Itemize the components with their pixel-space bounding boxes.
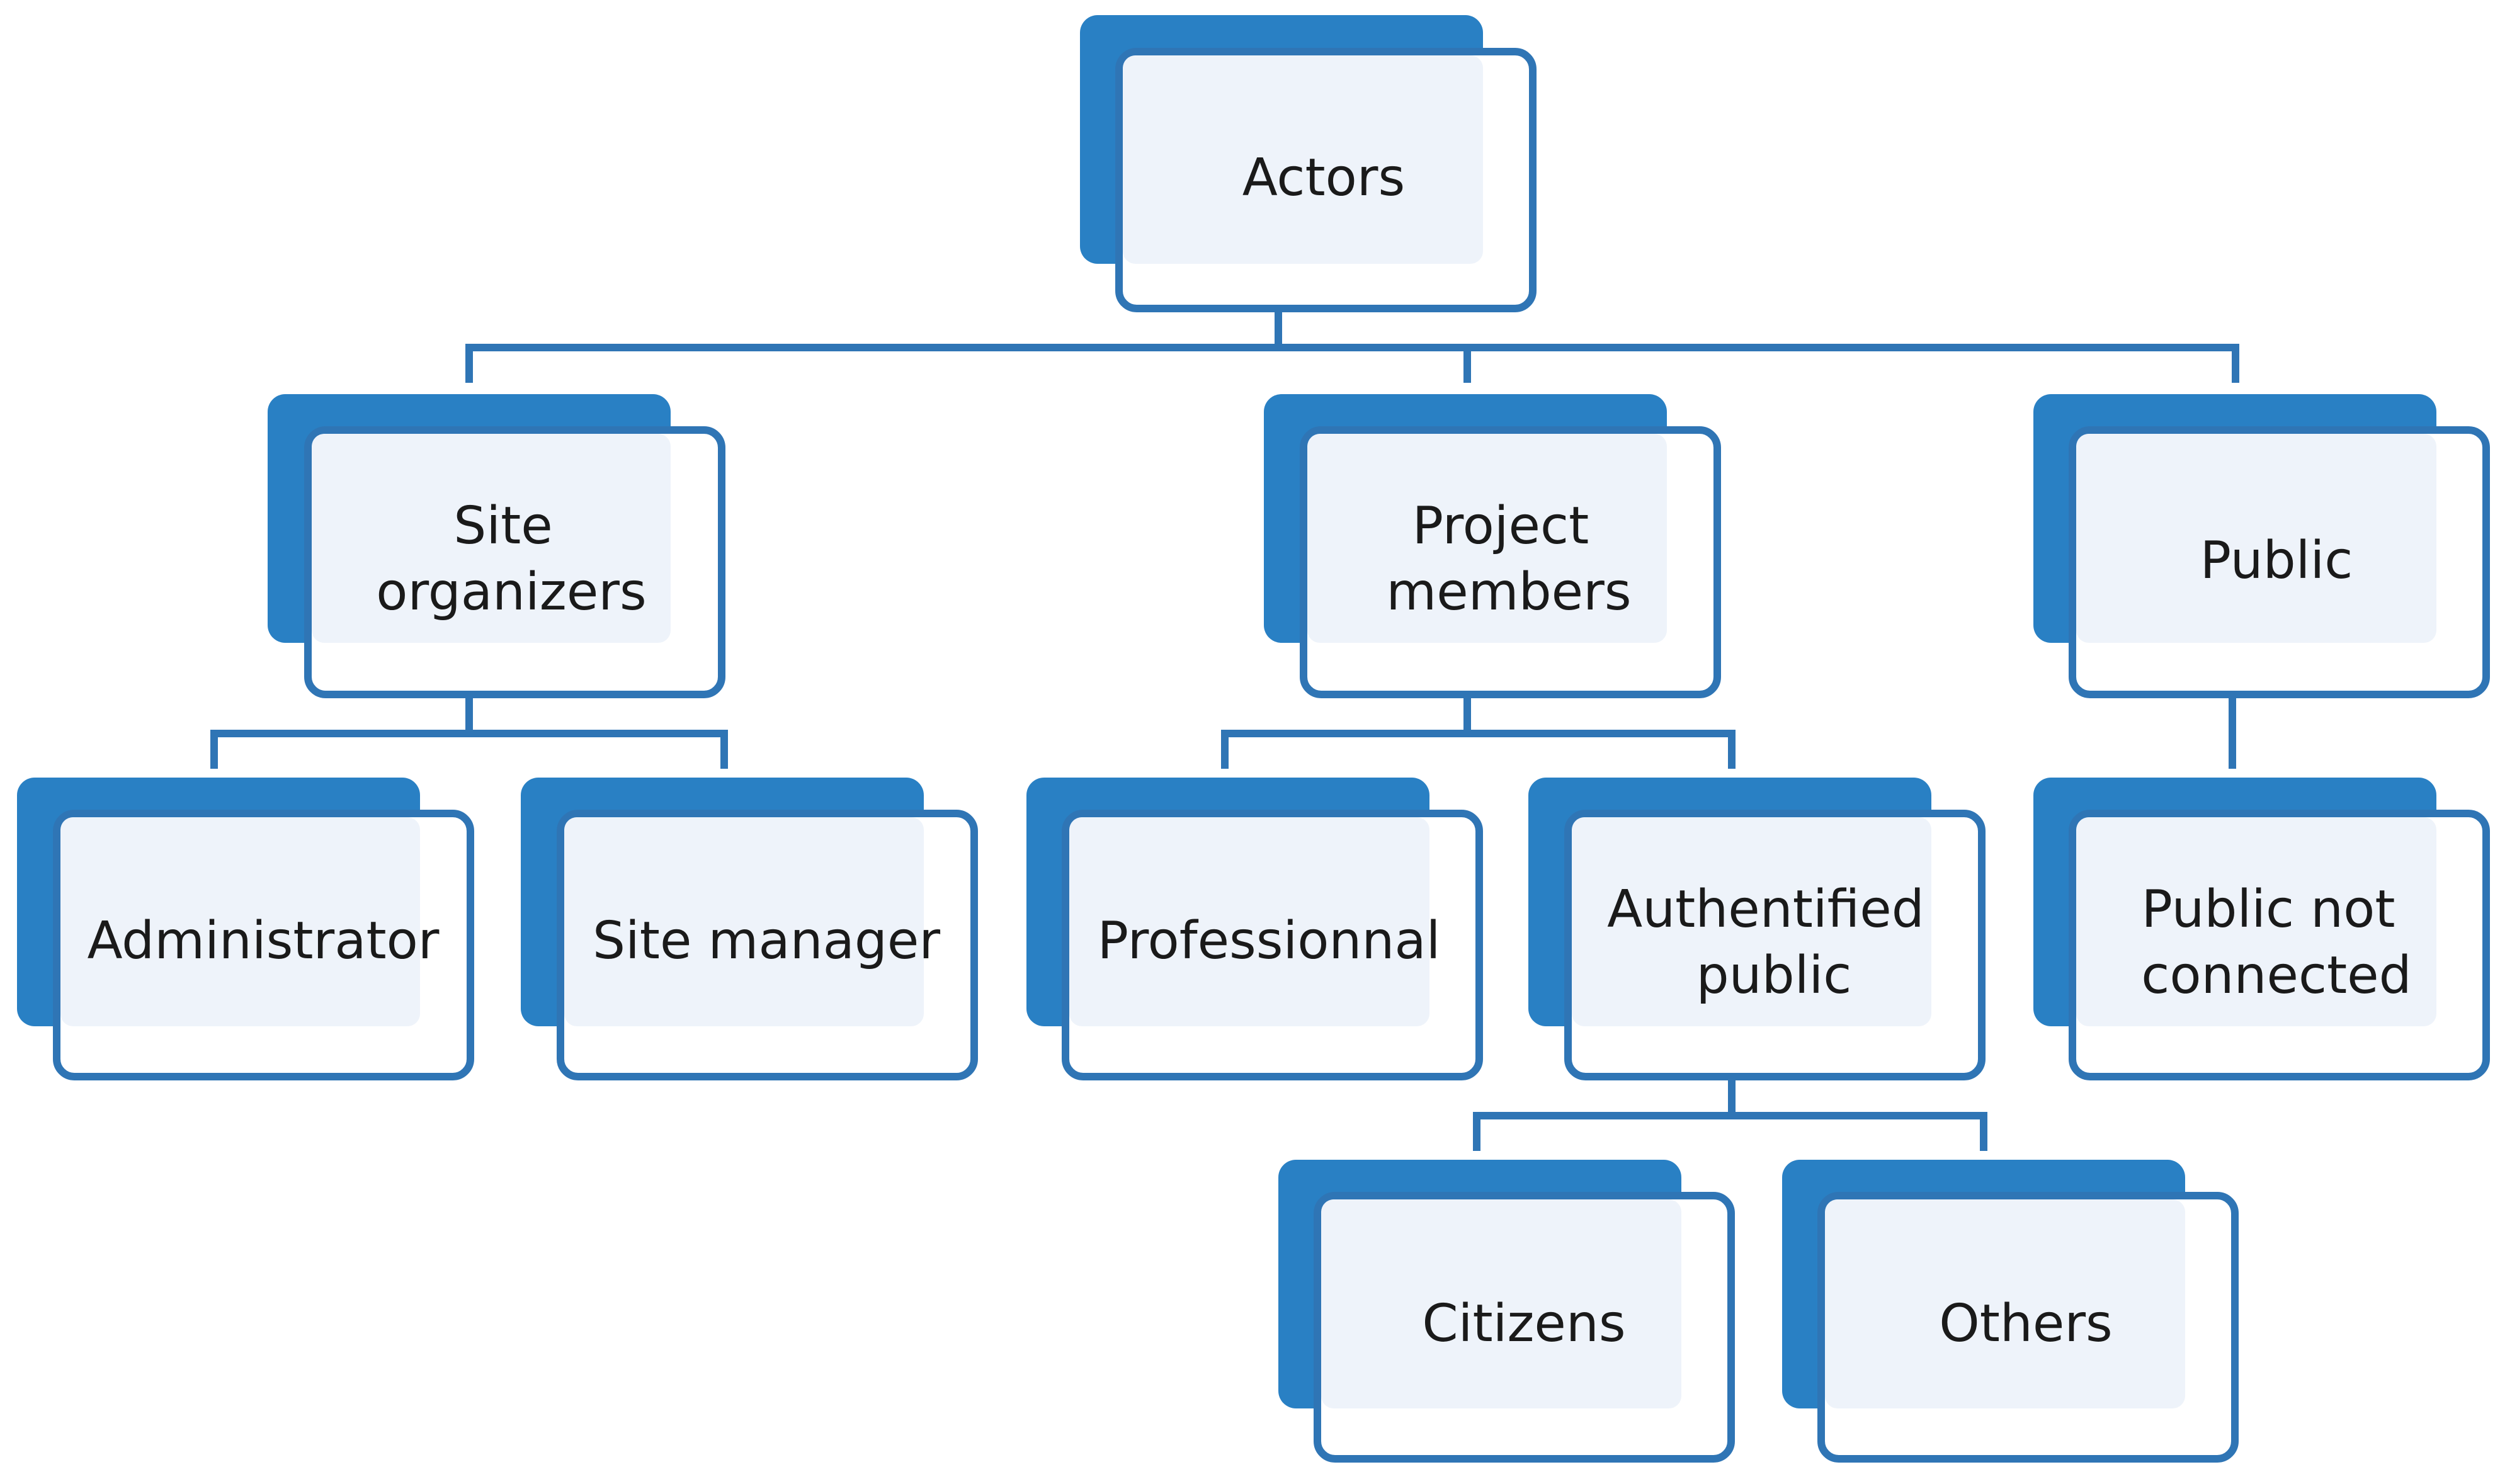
node-public-label-line-1: Public <box>2200 531 2353 591</box>
node-site-organizers-label-line-1: Site <box>453 496 552 556</box>
node-public-fill <box>2076 434 2436 643</box>
node-public-not-connected-label: Public not connected <box>2141 880 2411 1005</box>
node-authentified-public-label: Authentified public <box>1607 880 1941 1005</box>
node-site-manager-label-line-1: Site manager <box>593 911 940 971</box>
node-public-label: Public <box>2200 531 2353 591</box>
node-citizens-label: Citizens <box>1422 1294 1625 1354</box>
node-administrator-label-line-1: Administrator <box>88 911 440 971</box>
node-citizens: Citizens <box>1278 1160 1735 1463</box>
node-actors-label: Actors <box>1242 148 1406 208</box>
node-project-members-label-line-1: Project <box>1412 496 1589 556</box>
node-others-label-line-1: Others <box>1939 1294 2113 1354</box>
node-actors: Actors <box>1080 15 1537 312</box>
node-authentified-public-fill <box>1572 817 1931 1026</box>
node-professionnal-label: Professionnal <box>1098 911 1441 971</box>
node-site-organizers-fill <box>312 434 671 643</box>
node-administrator-label: Administrator <box>88 911 440 971</box>
node-project-members-fill <box>1307 434 1667 643</box>
node-others: Others <box>1782 1160 2239 1463</box>
node-public-not-connected-fill <box>2076 817 2436 1026</box>
node-professionnal-fill <box>1069 817 1429 1026</box>
node-citizens-label-line-1: Citizens <box>1422 1294 1625 1354</box>
node-professionnal-label-line-1: Professionnal <box>1098 911 1441 971</box>
node-authentified-public: Authentified public <box>1528 778 1986 1080</box>
node-site-organizers: Site organizers <box>268 394 725 698</box>
node-actors-fill <box>1123 55 1483 264</box>
node-public: Public <box>2033 394 2490 698</box>
node-professionnal: Professionnal <box>1026 778 1483 1080</box>
node-citizens-fill <box>1321 1199 1681 1408</box>
node-public-not-connected-label-line-1: Public not <box>2141 880 2395 939</box>
node-administrator-fill <box>60 817 420 1026</box>
node-project-members-label: Project members <box>1386 496 1631 622</box>
node-others-fill <box>1825 1199 2185 1408</box>
node-project-members-label-line-2: members <box>1386 562 1631 622</box>
node-actors-label-line-1: Actors <box>1242 148 1406 208</box>
node-site-manager-fill <box>564 817 924 1026</box>
node-public-not-connected-label-line-2: connected <box>2141 946 2411 1005</box>
node-authentified-public-label-line-1: Authentified <box>1607 880 1924 939</box>
node-others-label: Others <box>1939 1294 2113 1354</box>
node-public-not-connected: Public not connected <box>2033 778 2490 1080</box>
node-project-members: Project members <box>1264 394 1721 698</box>
node-site-manager: Site manager <box>521 778 978 1080</box>
node-site-manager-label: Site manager <box>593 911 940 971</box>
node-administrator: Administrator <box>17 778 474 1080</box>
node-site-organizers-label: Site organizers <box>376 496 646 622</box>
node-authentified-public-label-line-2: public <box>1696 946 1852 1005</box>
node-site-organizers-label-line-2: organizers <box>376 562 646 622</box>
